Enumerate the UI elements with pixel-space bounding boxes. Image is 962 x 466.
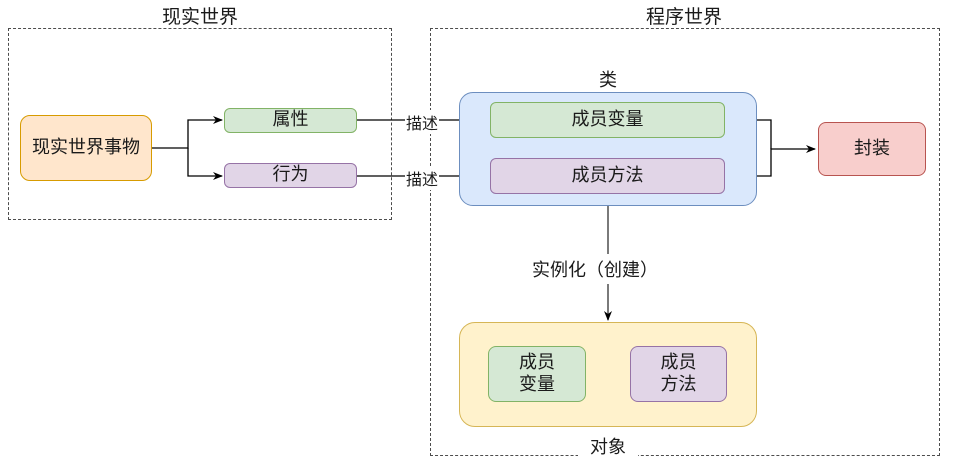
instantiate-label: 实例化（创建）: [530, 254, 660, 284]
edge-thing-to-attribute: [152, 116, 223, 149]
describe-attribute-label: 描述: [405, 110, 440, 134]
class-title: 类: [599, 70, 617, 91]
object-member-method-line2: 方法: [660, 374, 697, 395]
behavior-label: 行为: [272, 164, 309, 186]
real-world-thing-node: 现实世界事物: [20, 115, 152, 181]
object-member-variable-node: 成员 变量: [488, 346, 586, 402]
behavior-node: 行为: [224, 163, 357, 188]
attribute-node: 属性: [224, 108, 357, 133]
object-title: 对象: [578, 433, 638, 459]
program-world-title: 程序世界: [645, 6, 722, 28]
class-member-variable-node: 成员变量: [490, 102, 725, 138]
real-world-thing-label: 现实世界事物: [32, 136, 140, 158]
describe-behavior-label: 描述: [405, 166, 440, 190]
program-world-region: [430, 28, 940, 456]
class-member-method-label: 成员方法: [571, 164, 644, 186]
encapsulation-node: 封装: [818, 122, 926, 176]
encapsulation-label: 封装: [854, 137, 890, 159]
object-member-variable-line1: 成员: [519, 351, 555, 373]
object-member-method-node: 成员 方法: [630, 346, 727, 402]
class-member-method-node: 成员方法: [490, 158, 725, 194]
attribute-label: 属性: [272, 109, 309, 131]
object-member-method-line1: 成员: [660, 351, 697, 373]
real-world-title: 现实世界: [161, 6, 238, 28]
class-member-variable-label: 成员变量: [571, 108, 644, 130]
object-member-variable-line2: 变量: [519, 374, 555, 395]
edge-thing-to-behavior: [187, 148, 223, 180]
real-world-region: [8, 28, 392, 220]
